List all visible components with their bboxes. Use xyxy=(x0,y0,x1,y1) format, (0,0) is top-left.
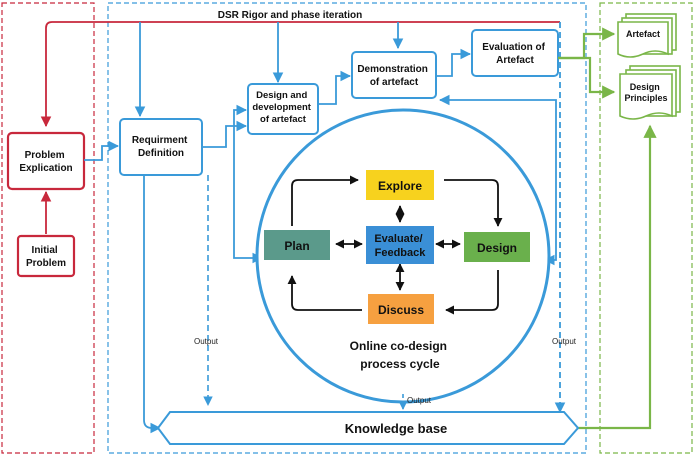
top-label: DSR Rigor and phase iteration xyxy=(218,10,362,21)
artefact-document: Artefact xyxy=(617,13,677,58)
explore-box xyxy=(366,170,434,200)
design-principles-document: Design Principles xyxy=(619,65,681,120)
discuss-label: Discuss xyxy=(378,303,424,317)
design-to-demonstration-arrow xyxy=(318,70,352,105)
problem-explication-label: Problem Explication xyxy=(19,150,72,174)
explication-to-requirement-arrow xyxy=(84,140,120,161)
explore-label: Explore xyxy=(378,179,422,193)
design-development-label: Design and development of artefact xyxy=(252,90,313,125)
demonstration-to-evaluation-arrow xyxy=(436,48,472,77)
output-label-right: Output xyxy=(552,337,577,346)
evaluate-feedback-label: Evaluate/ Feedback xyxy=(374,233,426,259)
output-region-frame xyxy=(599,2,693,454)
initial-problem-label: Initial Problem xyxy=(26,245,66,269)
problem-region-frame xyxy=(1,2,95,454)
requirement-to-knowledge-arrow xyxy=(143,175,162,434)
cycle-title: Online co-design process cycle xyxy=(350,339,451,371)
demonstration-box xyxy=(351,51,437,99)
evaluation-label: Evaluation of Artefact xyxy=(482,42,548,66)
green-connectors xyxy=(558,27,657,430)
cycle-to-design-dev-arrow xyxy=(233,104,264,264)
requirement-definition-label: Requirment Definition xyxy=(132,135,190,159)
initial-problem-box xyxy=(16,234,76,278)
output-label-left: Output xyxy=(194,337,219,346)
evaluate-feedback-box xyxy=(366,226,434,264)
evaluation-loop-right xyxy=(438,94,557,266)
knowledge-base-box xyxy=(156,411,580,445)
output-label-center: Output xyxy=(407,396,432,405)
discuss-box xyxy=(368,294,434,324)
requirement-to-design-arrow xyxy=(202,120,248,148)
plan-box xyxy=(264,230,330,260)
requirement-definition-box xyxy=(119,118,203,176)
problem-explication-box xyxy=(6,131,86,191)
cycle-arrows xyxy=(287,175,503,315)
plan-label: Plan xyxy=(284,239,309,253)
demonstration-label: Demonstration of artefact xyxy=(357,64,430,88)
iteration-connectors xyxy=(40,21,566,414)
design-box xyxy=(464,232,530,262)
artefact-label: Artefact xyxy=(626,29,660,39)
knowledge-base-label: Knowledge base xyxy=(345,421,448,436)
evaluation-box xyxy=(471,29,559,77)
design-label: Design xyxy=(477,241,517,255)
design-principles-label: Design Principles xyxy=(624,82,667,103)
